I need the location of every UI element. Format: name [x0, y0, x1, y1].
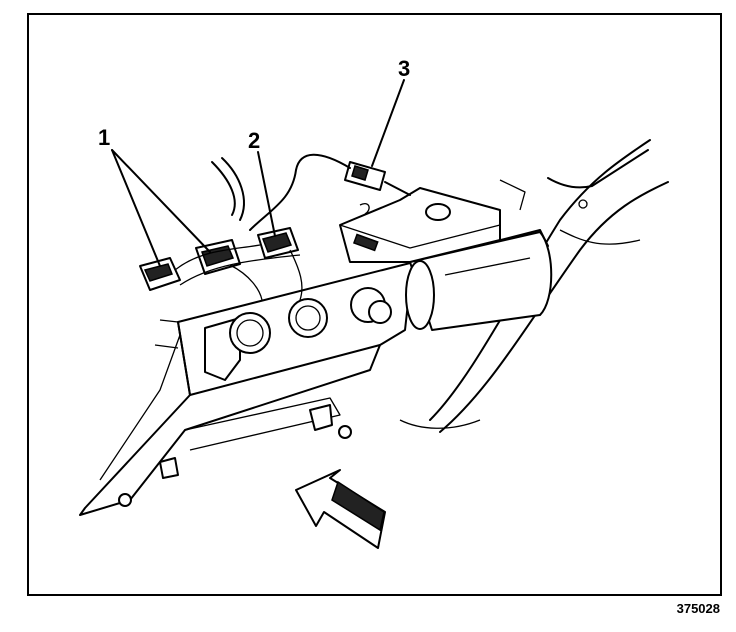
- callout-3: 3: [398, 56, 410, 81]
- dimmer-module: [339, 187, 501, 263]
- wiring-harness: [174, 153, 351, 301]
- connector-2: [257, 227, 299, 259]
- leader-lines: [111, 79, 405, 267]
- callout-2: 2: [248, 128, 260, 153]
- control-knobs: [229, 287, 392, 354]
- connector-3: [344, 161, 451, 221]
- figure-number: 375028: [676, 601, 720, 616]
- direction-arrow-icon: [295, 469, 386, 549]
- callout-1: 1: [98, 125, 110, 150]
- headlamp-switch: [405, 231, 553, 331]
- fasteners: [118, 404, 352, 507]
- connector-1a: [139, 257, 181, 291]
- instrument-panel-housing: [399, 139, 669, 433]
